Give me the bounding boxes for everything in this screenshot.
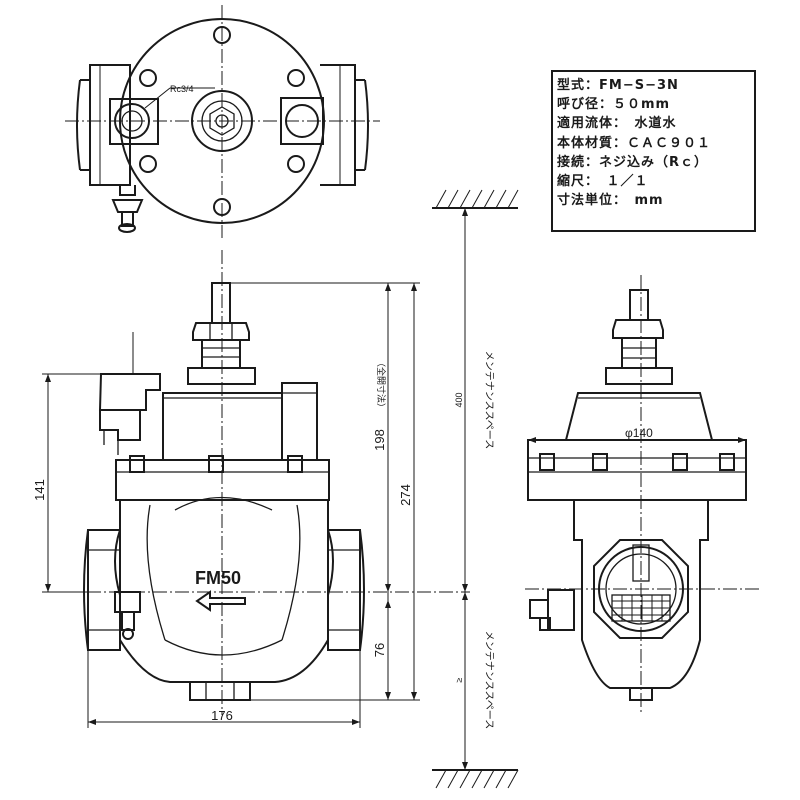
- spec-row-scale: 縮尺： １／１: [557, 173, 649, 189]
- side-flange-bolts: [539, 453, 735, 471]
- spec-row-size: 呼び径：５０mm: [557, 97, 671, 113]
- top-view: [65, 5, 380, 238]
- dim-76: 76: [372, 643, 387, 657]
- front-view: FM50: [65, 250, 470, 715]
- flow-arrow: [195, 590, 246, 612]
- full-open-note: （全開寸法）: [376, 358, 387, 412]
- dim-274: 274: [398, 484, 413, 506]
- drain-cock: [114, 591, 141, 613]
- spec-row-model: 型式：FM−S−3N: [557, 78, 679, 93]
- spec-row-connection: 接続：ネジ込み（Rｃ）: [557, 154, 709, 170]
- flange-bolts: [129, 455, 303, 473]
- rc-thread-label: Rc3/4: [170, 84, 194, 94]
- top-left-port: [89, 64, 131, 186]
- side-cock: [547, 589, 575, 631]
- inlet-hex: [87, 529, 121, 651]
- lock-nut: [192, 322, 250, 341]
- front-dimensions: [42, 282, 420, 728]
- space-400: 400: [454, 392, 464, 407]
- spec-table: 型式：FM−S−3N 呼び径：５０mm 適用流体： 水道水 本体材質：ＣＡＣ９０…: [551, 70, 756, 232]
- space-lower: ≥: [454, 677, 464, 682]
- bottom-plug: [189, 681, 251, 701]
- side-view: [525, 275, 760, 715]
- maintenance-label-lower: メンテナンススペース: [483, 631, 495, 730]
- side-lock-nut: [612, 319, 664, 339]
- spec-row-fluid: 適用流体： 水道水: [557, 116, 677, 132]
- adjusting-stem: [211, 282, 231, 324]
- top-right-port-edge: [355, 79, 369, 171]
- side-flange: [527, 439, 747, 501]
- model-mark: FM50: [195, 568, 241, 588]
- solenoid: [98, 373, 161, 411]
- pilot-block: [281, 382, 318, 461]
- top-right-port: [320, 64, 356, 186]
- side-dim-140: [528, 437, 746, 443]
- dim-141: 141: [32, 479, 47, 501]
- dim-phi-140: φ140: [625, 426, 653, 440]
- side-port-octagon: [593, 539, 689, 639]
- maintenance-space: [432, 189, 519, 789]
- top-left-port-edge: [76, 79, 90, 171]
- side-stem: [629, 289, 649, 321]
- spec-row-material: 本体材質：ＣＡＣ９０１: [557, 135, 712, 151]
- dim-198: 198: [372, 429, 387, 451]
- spec-row-unit: 寸法単位： mm: [557, 193, 664, 209]
- bonnet-neck: [201, 340, 241, 369]
- dim-176: 176: [211, 708, 233, 723]
- top-cock: [119, 185, 136, 196]
- maintenance-label-upper: メンテナンススペース: [483, 351, 495, 450]
